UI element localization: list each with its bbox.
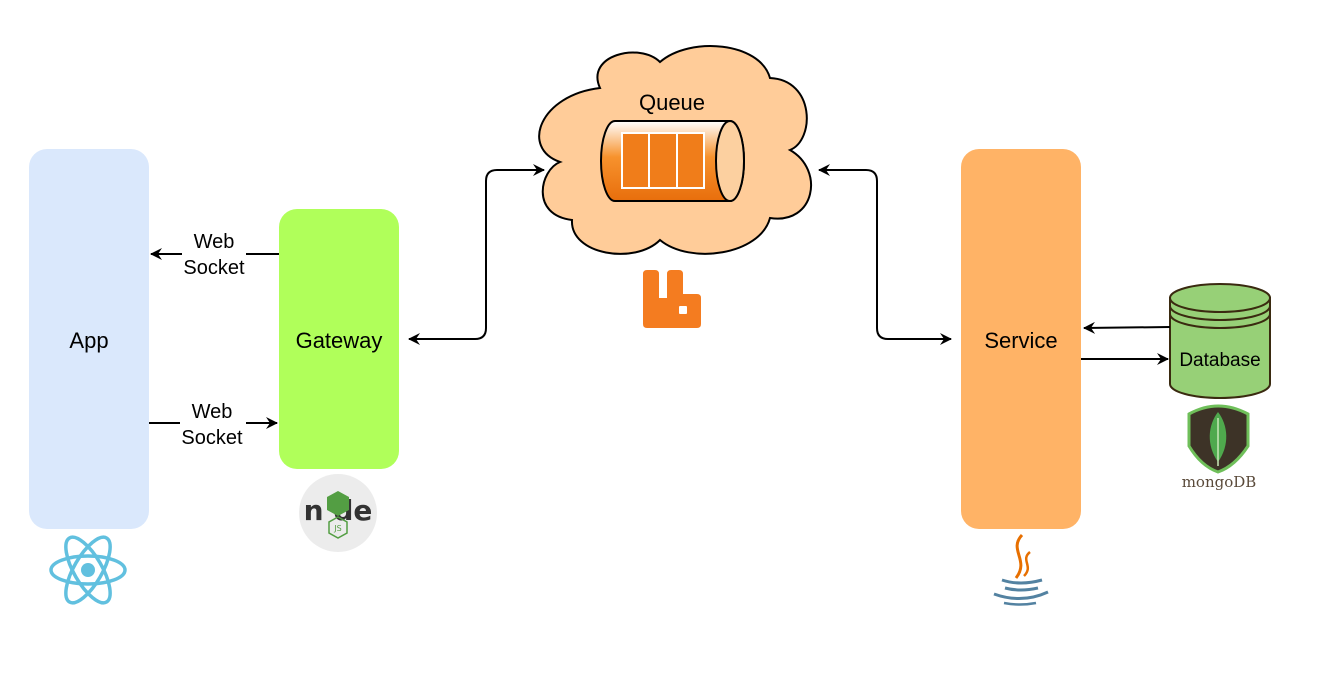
- react-logo-icon: [49, 535, 127, 605]
- edge-label-upper-line2: Socket: [183, 257, 245, 279]
- database-ring: [1169, 313, 1271, 329]
- database-top: [1169, 283, 1271, 313]
- gateway-label: Gateway: [296, 328, 383, 353]
- edge-label-lower-line1: Web: [192, 401, 233, 423]
- rabbitmq-logo-icon: [643, 270, 701, 328]
- gateway-box: [279, 209, 399, 469]
- database-node[interactable]: Database: [1169, 283, 1271, 399]
- edge-gateway-queue: [408, 164, 545, 345]
- mongodb-logo-text: mongoDB: [1182, 473, 1257, 491]
- edge-label-lower-line2: Socket: [181, 427, 243, 449]
- nodejs-logo-icon: n de JS: [299, 474, 377, 552]
- queue-label: Queue: [639, 90, 705, 115]
- java-logo-icon: [993, 533, 1049, 606]
- edge-label-upper-line1: Web: [194, 231, 235, 253]
- service-label: Service: [984, 328, 1057, 353]
- queue-cylinder-icon: [600, 120, 745, 202]
- database-shape: [1169, 297, 1271, 399]
- edges: Web Socket Web Socket: [149, 164, 1171, 449]
- app-node[interactable]: App: [29, 149, 149, 529]
- queue-node[interactable]: Queue: [538, 45, 813, 255]
- svg-text:JS: JS: [333, 524, 341, 533]
- edge-queue-service: [818, 164, 952, 345]
- database-ring: [1169, 305, 1271, 321]
- service-node[interactable]: Service: [961, 149, 1081, 529]
- app-label: App: [69, 328, 108, 353]
- database-label: Database: [1179, 350, 1260, 371]
- edge-database-to-service: [1083, 321, 1171, 334]
- gateway-node[interactable]: Gateway: [279, 209, 399, 469]
- app-box: [29, 149, 149, 529]
- service-box: [961, 149, 1081, 529]
- mongodb-logo-icon: mongoDB: [1182, 404, 1257, 491]
